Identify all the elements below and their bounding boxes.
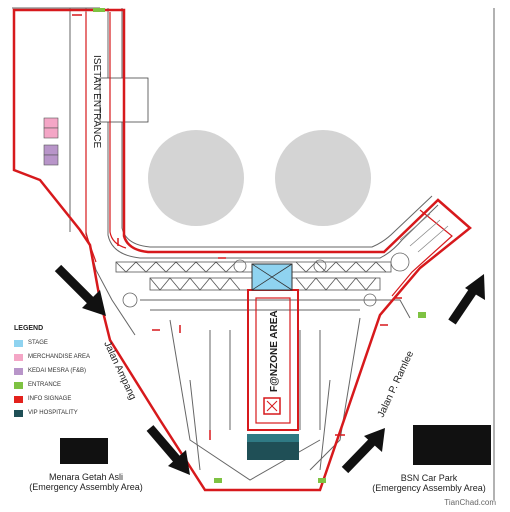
- fountain-circle-left: [148, 130, 244, 226]
- legend-label: ENTRANCE: [28, 382, 62, 388]
- perimeter-inner: [85, 12, 97, 263]
- event-perimeter: [12, 8, 472, 492]
- small-circle: [363, 293, 377, 307]
- arrow-icon: [54, 264, 106, 316]
- diagonal-lines: [399, 213, 449, 253]
- legend-label: VIP HOSPITALITY: [28, 410, 78, 416]
- info-signage-ticks: [72, 14, 402, 440]
- arrow-icon: [341, 428, 385, 474]
- legend: LEGEND STAGE MERCHANDISE AREA KEDAI MESR…: [14, 325, 114, 420]
- bsn-car-park-label: BSN Car Park (Emergency Assembly Area): [364, 473, 494, 493]
- legend-item-merchandise: MERCHANDISE AREA: [14, 350, 114, 364]
- watermark: TianChad.com: [444, 498, 496, 507]
- menara-getah-asli-block: [60, 438, 108, 464]
- kedai-mesra-swatch: [14, 367, 23, 375]
- info-signage-swatch: [14, 395, 23, 403]
- fountain-circle-right: [275, 130, 371, 226]
- kedai-mesra: [43, 144, 59, 156]
- legend-title: LEGEND: [14, 325, 44, 332]
- entrance-marker: [214, 478, 222, 483]
- stage-cross: [251, 263, 293, 291]
- bsn-subtitle: (Emergency Assembly Area): [372, 483, 486, 493]
- fanzone-label: F@NZONE AREA: [269, 310, 280, 392]
- merchandise-area: [43, 117, 59, 129]
- kedai-mesra: [43, 154, 59, 166]
- small-circle: [313, 259, 327, 273]
- bsn-name: BSN Car Park: [400, 473, 458, 483]
- entrance-swatch: [14, 381, 23, 389]
- legend-item-stage: STAGE: [14, 336, 114, 350]
- merchandise-area: [43, 127, 59, 139]
- legend-item-info-signage: INFO SIGNAGE: [14, 392, 114, 406]
- legend-item-entrance: ENTRANCE: [14, 378, 114, 392]
- jalan-p-ramlee-label: Jalan P. Ramlee: [376, 349, 417, 419]
- isetan-entrance-label: ISETAN ENTRANCE: [91, 55, 102, 148]
- stage-swatch: [14, 339, 23, 347]
- small-circle: [233, 259, 247, 273]
- entrance-marker: [93, 8, 105, 12]
- menara-getah-asli-label: Menara Getah Asli (Emergency Assembly Ar…: [20, 472, 152, 492]
- perimeter-inner: [109, 12, 127, 249]
- info-signage-marker: [263, 397, 281, 415]
- menara-subtitle: (Emergency Assembly Area): [29, 482, 143, 492]
- legend-item-vip: VIP HOSPITALITY: [14, 406, 114, 420]
- arrow-icon: [448, 274, 485, 325]
- small-circle: [390, 252, 410, 272]
- vip-highlight: [247, 434, 299, 442]
- legend-label: INFO SIGNAGE: [28, 396, 72, 402]
- entrance-marker: [418, 312, 426, 318]
- legend-label: KEDAI MESRA (F&B): [28, 368, 87, 374]
- legend-label: MERCHANDISE AREA: [28, 354, 91, 360]
- small-circle: [122, 292, 138, 308]
- entrance-marker: [318, 478, 326, 483]
- arrow-icon: [146, 425, 190, 475]
- menara-name: Menara Getah Asli: [48, 472, 124, 482]
- bsn-car-park-block: [413, 425, 491, 465]
- vip-swatch: [14, 409, 23, 417]
- fanzone-inner: [255, 297, 291, 424]
- info-signage-cross: [266, 400, 278, 412]
- merchandise-swatch: [14, 353, 23, 361]
- legend-item-kedai-mesra: KEDAI MESRA (F&B): [14, 364, 114, 378]
- legend-label: STAGE: [28, 340, 48, 346]
